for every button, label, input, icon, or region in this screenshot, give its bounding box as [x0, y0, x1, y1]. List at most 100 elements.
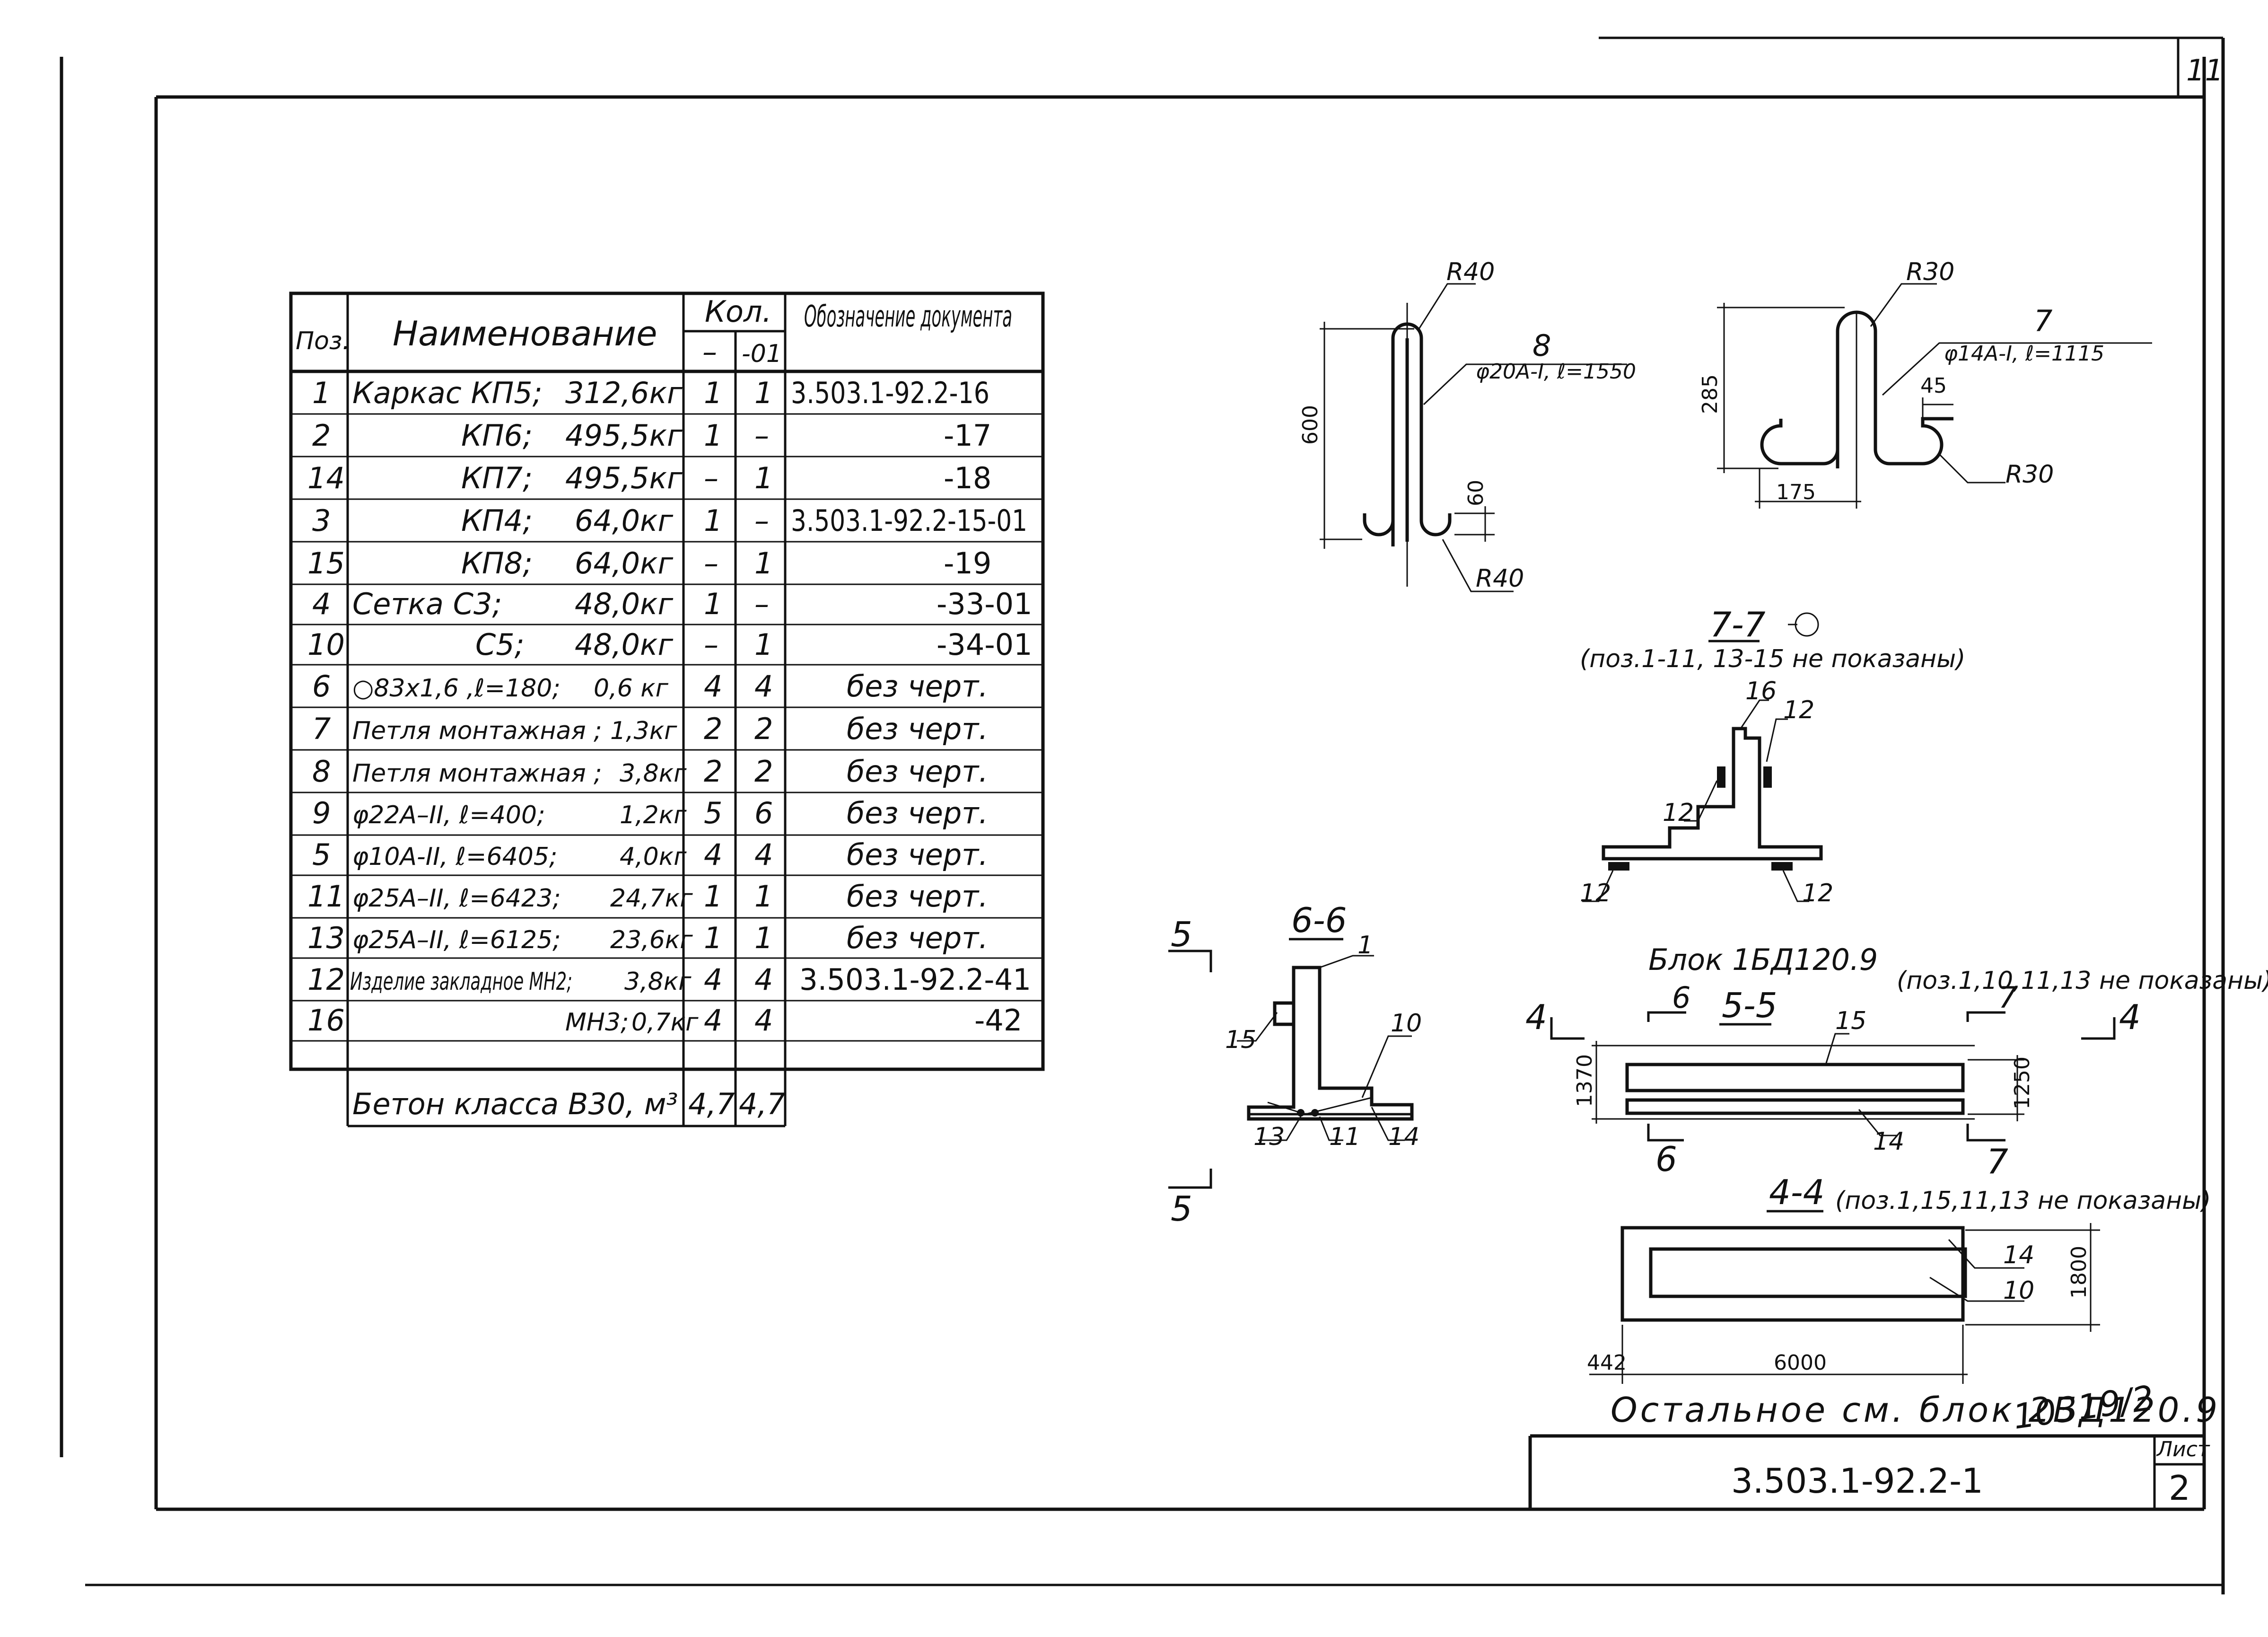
- section55-cut6-bottom: 6: [1655, 1139, 1677, 1179]
- rotate-icon: [1788, 612, 1819, 637]
- row-doc: 3.503.1-92.2-16: [791, 376, 990, 410]
- row-name: КП7;: [461, 461, 533, 495]
- embed-plate-12: [1771, 862, 1793, 871]
- section77-label-12b: 12: [1663, 799, 1694, 827]
- row-name: φ10А-II, ℓ=6405;: [352, 843, 557, 871]
- row-qty2: 1: [754, 627, 773, 662]
- row-qty2: 1: [754, 921, 773, 955]
- row-qty2: 4: [754, 1003, 773, 1038]
- section55-cut-marks: [1550, 1011, 2116, 1142]
- loop8-r-bottom: R40: [1476, 564, 1524, 593]
- row-qty2: –: [754, 587, 769, 621]
- table-row: 5 φ10А-II, ℓ=6405; 4,0кг 4 4 без черт.: [312, 837, 988, 872]
- section55-dim-right: 1250: [2010, 1056, 2034, 1109]
- row-pos: 10: [307, 627, 345, 662]
- concrete-name: Бетон класса В30, м³: [352, 1087, 678, 1121]
- section44-dim-left: 442: [1587, 1351, 1627, 1375]
- row-qty2: 4: [754, 962, 773, 997]
- section66-label-10: 10: [1391, 1009, 1422, 1038]
- row-name: КП8;: [461, 546, 533, 581]
- section77-label-12a: 12: [1783, 696, 1814, 724]
- row-name: ○83х1,6 ,ℓ=180;: [352, 674, 560, 703]
- table-row: 13 φ25А–II, ℓ=6125; 23,6кг 1 1 без черт.: [307, 921, 988, 955]
- table-row: 2 КП6; 495,5кг 1 – -17: [312, 418, 991, 453]
- row-pos: 16: [307, 1003, 345, 1038]
- row-qty1: 4: [704, 669, 722, 704]
- row-mass: 24,7кг: [610, 884, 693, 913]
- rebar-11: [1311, 1109, 1319, 1117]
- section55-block: Блок 1БД120.9: [1648, 942, 1878, 977]
- row-qty1: –: [704, 546, 718, 581]
- row-mass: 3,8кг: [624, 968, 692, 996]
- row-qty2: 1: [754, 546, 773, 581]
- section66-label-11: 11: [1329, 1123, 1360, 1151]
- loop7-r-top: R30: [1906, 258, 1954, 286]
- table-row: 11 φ25А–II, ℓ=6423; 24,7кг 1 1 без черт.: [307, 879, 988, 914]
- footnote: Остальное см. блок 2БД120.9: [1611, 1390, 2220, 1430]
- header-doc: Обозначение документа: [804, 299, 1012, 334]
- table-row: 14 КП7; 495,5кг – 1 -18: [307, 461, 991, 495]
- row-qty2: 2: [754, 754, 773, 789]
- table-row: 16 МН3; 0,7кг 4 4 -42: [307, 1003, 1022, 1038]
- section66-cut-top: 5: [1171, 915, 1192, 954]
- section55-title: 5-5: [1722, 986, 1778, 1025]
- row-doc: без черт.: [847, 669, 988, 704]
- row-mass: 1,3кг: [610, 717, 677, 745]
- row-mass: 64,0кг: [575, 546, 673, 581]
- table-row: 1 Каркас КП5; 312,6кг 1 1 3.503.1-92.2-1…: [312, 376, 990, 410]
- header-doc-text: Обозначение документа: [804, 299, 1012, 334]
- section66-drawing: [1237, 955, 1414, 1141]
- section55-label-15: 15: [1835, 1007, 1866, 1035]
- section77-label-16: 16: [1745, 677, 1777, 705]
- table-row: 6 ○83х1,6 ,ℓ=180; 0,6 кг 4 4 без черт.: [312, 669, 988, 704]
- table-row-concrete: Бетон класса В30, м³ 4,7 4,7: [352, 1087, 786, 1121]
- spec-table-rows: 1 Каркас КП5; 312,6кг 1 1 3.503.1-92.2-1…: [307, 376, 1033, 1121]
- row-qty2: 6: [754, 796, 773, 830]
- section55-cut7-top: 7: [1998, 980, 2017, 1015]
- section44-note: (поз.1,15,11,13 не показаны): [1835, 1187, 2211, 1215]
- row-qty1: 1: [704, 376, 722, 410]
- section55-note: (поз.1,10,11,13 не показаны): [1897, 967, 2268, 995]
- section44-drawing: [1589, 1223, 2100, 1384]
- row-pos: 6: [312, 669, 331, 704]
- title-block: [1528, 1434, 2204, 1509]
- row-qty1: –: [704, 627, 718, 662]
- row-doc: без черт.: [847, 921, 988, 955]
- header-name: Наименование: [393, 314, 657, 353]
- section55-cut4-left: 4: [1525, 997, 1547, 1037]
- document-code: 3.503.1-92.2-1: [1731, 1461, 1983, 1501]
- loop8-r-top: R40: [1446, 258, 1495, 286]
- row-doc: -19: [944, 546, 991, 581]
- table-row: 9 φ22А–II, ℓ=400; 1,2кг 5 6 без черт.: [312, 796, 988, 830]
- section66-label-1: 1: [1357, 931, 1373, 959]
- row-name: МН3;: [565, 1008, 629, 1037]
- loop8-pos: 8: [1532, 328, 1551, 363]
- section55-label-14: 14: [1873, 1127, 1904, 1156]
- table-row: 12 Изделие закладное МН2; 3,8кг 4 4 3.50…: [307, 962, 1031, 997]
- row-mass: 495,5кг: [565, 418, 683, 453]
- row-qty1: 4: [704, 837, 722, 872]
- section55-dim-left: 1370: [1573, 1054, 1597, 1107]
- sheet-frame: [60, 36, 2225, 1594]
- section66-label-13: 13: [1253, 1123, 1285, 1151]
- section44-dim-width: 6000: [1774, 1351, 1827, 1375]
- section66-title: 6-6: [1291, 900, 1347, 940]
- section55-drawing: [1592, 1033, 2024, 1136]
- row-qty1: 1: [704, 587, 722, 621]
- row-name: φ25А–II, ℓ=6125;: [352, 926, 561, 954]
- section44-label-10: 10: [2003, 1276, 2034, 1305]
- loop7-r-right: R30: [2005, 460, 2054, 489]
- header-qty: Кол.: [705, 294, 771, 329]
- row-doc: без черт.: [847, 837, 988, 872]
- section66-cut-bottom: 5: [1171, 1189, 1192, 1229]
- section77-drawing: [1582, 699, 1823, 902]
- loop-7-drawing: [1717, 283, 2152, 509]
- embed-plate-12: [1608, 862, 1629, 871]
- loop7-dim-height: 285: [1698, 374, 1722, 414]
- row-qty1: 4: [704, 1003, 722, 1038]
- row-name: Изделие закладное МН2;: [350, 968, 572, 996]
- row-doc: -33-01: [937, 587, 1033, 621]
- row-name: КП4;: [461, 503, 533, 538]
- sheet-label: Лист: [2156, 1437, 2210, 1461]
- table-row: 3 КП4; 64,0кг 1 – 3.503.1-92.2-15-01: [312, 503, 1027, 538]
